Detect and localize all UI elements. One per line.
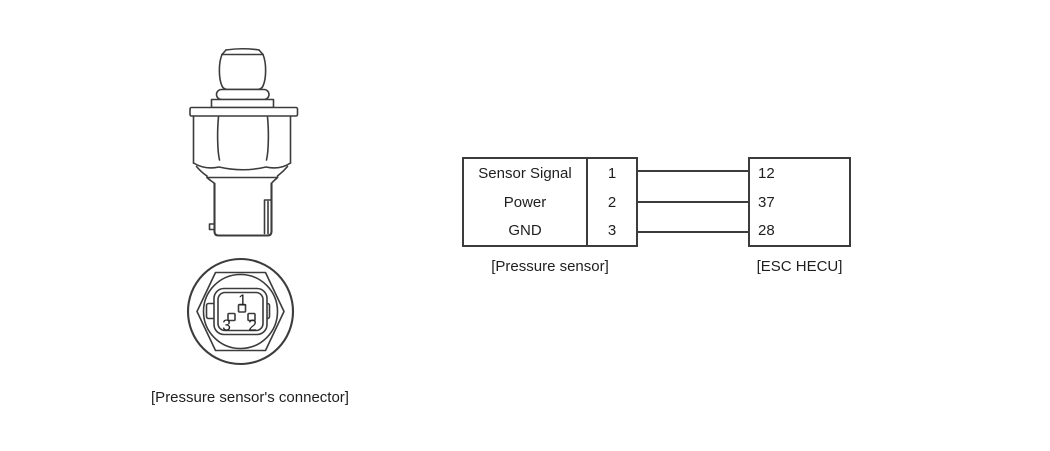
sensor-hex-facets: [216, 116, 270, 161]
sensor-hex-sides: [192, 115, 292, 164]
sensor-shoulder-left: [195, 165, 216, 185]
hecu-pin-number: 12: [758, 164, 775, 182]
signal-name: Power: [503, 193, 547, 211]
sensor-shoulder-right: [270, 165, 289, 185]
sensor-housing-tab: [208, 223, 216, 231]
wire-sensor-signal: [638, 170, 748, 172]
sensor-collar-ring: [215, 88, 270, 101]
connector-pin-top-label: 1: [238, 293, 247, 310]
sensor-step-block: [210, 98, 275, 109]
sensor-pin-number: 1: [607, 164, 617, 182]
hecu-pin-number: 37: [758, 193, 775, 211]
connector-pin-bottom-left: [227, 312, 236, 322]
wire-gnd: [638, 231, 748, 233]
pressure-sensor-side-view: [189, 47, 299, 237]
sensor-housing: [213, 182, 273, 237]
sensor-pin-number: 3: [607, 222, 617, 240]
pressure-sensor-caption: [Pressure sensor]: [491, 258, 609, 275]
sensor-flange: [189, 106, 299, 117]
sensor-cap-top-line: [225, 47, 260, 51]
esc-hecu-caption: [ESC HECU]: [756, 258, 843, 275]
sensor-pin-column: 1 2 3: [588, 159, 636, 245]
connector-pin-top: [237, 303, 247, 313]
esc-hecu-box: 12 37 28: [748, 157, 851, 247]
connector-body-inner: [217, 291, 264, 332]
connector-pin-bottom-left-label: 3: [222, 318, 231, 335]
connector-caption: [Pressure sensor's connector]: [151, 389, 349, 406]
pressure-sensor-connector-view: 1 3 2: [186, 257, 295, 366]
signal-name: Sensor Signal: [478, 164, 572, 182]
signal-name: GND: [508, 222, 542, 240]
sensor-pin-number: 2: [607, 193, 617, 211]
connector-pin-bottom-right: [247, 312, 256, 322]
hecu-pin-number: 28: [758, 222, 775, 240]
sensor-head-barrel: [218, 53, 267, 91]
wire-power: [638, 201, 748, 203]
connector-pin-bottom-right-label: 2: [248, 318, 257, 335]
signal-name-column: Sensor Signal Power GND: [464, 159, 588, 245]
sensor-hex-bottom-wave: [192, 162, 292, 171]
sensor-housing-slot: [263, 199, 273, 235]
pressure-sensor-pin-table: Sensor Signal Power GND 1 2 3: [462, 157, 638, 247]
